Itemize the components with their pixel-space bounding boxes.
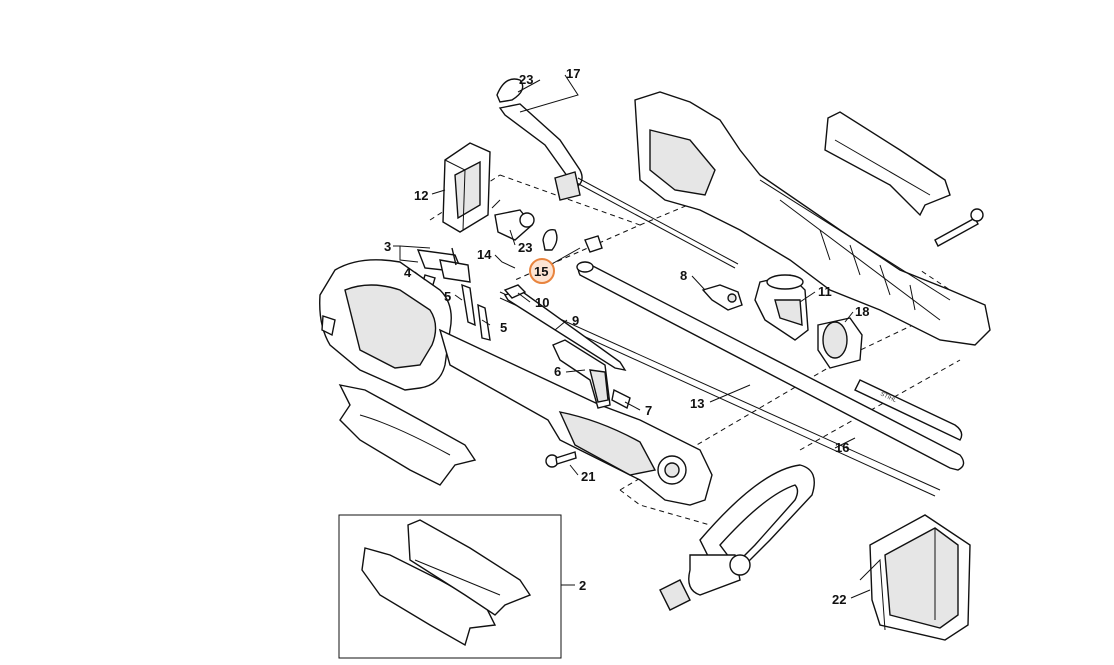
callout-23-top[interactable]: 23: [519, 72, 533, 87]
loop-handle[interactable]: [659, 464, 815, 611]
screw-21[interactable]: [545, 451, 577, 468]
callout-6[interactable]: 6: [554, 364, 561, 379]
cable-tie-top[interactable]: [496, 78, 524, 103]
bracket-part-3[interactable]: [416, 247, 471, 283]
callout-11[interactable]: 11: [818, 284, 832, 299]
packaging-box-22[interactable]: [859, 514, 971, 641]
long-screw[interactable]: [934, 208, 984, 247]
callout-16[interactable]: 16: [835, 440, 849, 455]
callout-23-mid[interactable]: 23: [518, 240, 532, 255]
callout-12[interactable]: 12: [414, 188, 428, 203]
switch-lever[interactable]: [491, 199, 535, 241]
bottom-guard[interactable]: [338, 384, 477, 486]
switch-block-11[interactable]: [754, 274, 809, 341]
grommet[interactable]: [584, 235, 603, 253]
trigger-8[interactable]: [701, 284, 743, 311]
callout-21[interactable]: 21: [581, 469, 595, 484]
upper-handle[interactable]: [634, 91, 991, 346]
callout-18[interactable]: 18: [855, 304, 869, 319]
callout-14[interactable]: 14: [477, 247, 492, 262]
switch-housing[interactable]: [442, 142, 491, 233]
callout-2[interactable]: 2: [579, 578, 586, 593]
shaft-housing[interactable]: [438, 328, 713, 506]
callout-3[interactable]: 3: [384, 239, 391, 254]
callout-7[interactable]: 7: [645, 403, 652, 418]
callout-15[interactable]: 15: [534, 264, 548, 279]
handle-cover[interactable]: [824, 111, 951, 217]
callout-17[interactable]: 17: [566, 66, 580, 81]
spring-7[interactable]: [611, 388, 631, 410]
callout-5a[interactable]: 5: [444, 289, 451, 304]
throttle-trigger[interactable]: [552, 339, 611, 409]
drive-shaft-tube[interactable]: [576, 261, 965, 471]
callout-9[interactable]: 9: [572, 313, 579, 328]
inset-box: [338, 514, 562, 659]
motor-housing[interactable]: [319, 259, 452, 391]
cable-tie-mid[interactable]: [542, 229, 558, 251]
ring-18[interactable]: [817, 317, 863, 369]
callout-13[interactable]: 13: [690, 396, 704, 411]
callout-10[interactable]: 10: [535, 295, 549, 310]
callouts: 23 17 12 3 4 23 14 15 5 5 10 9 6 7 8 11 …: [384, 66, 869, 607]
leader-lines: [393, 74, 871, 599]
spring-clip-5a[interactable]: [461, 283, 476, 327]
nut-10[interactable]: [503, 284, 527, 299]
callout-22[interactable]: 22: [832, 592, 846, 607]
callout-4[interactable]: 4: [404, 265, 412, 280]
callout-8[interactable]: 8: [680, 268, 687, 283]
inset-guard[interactable]: [361, 519, 532, 647]
callout-15-highlight[interactable]: 15: [529, 258, 555, 284]
spring-clip-5b[interactable]: [477, 303, 491, 341]
control-cable[interactable]: [498, 103, 739, 269]
callout-5b[interactable]: 5: [500, 320, 507, 335]
